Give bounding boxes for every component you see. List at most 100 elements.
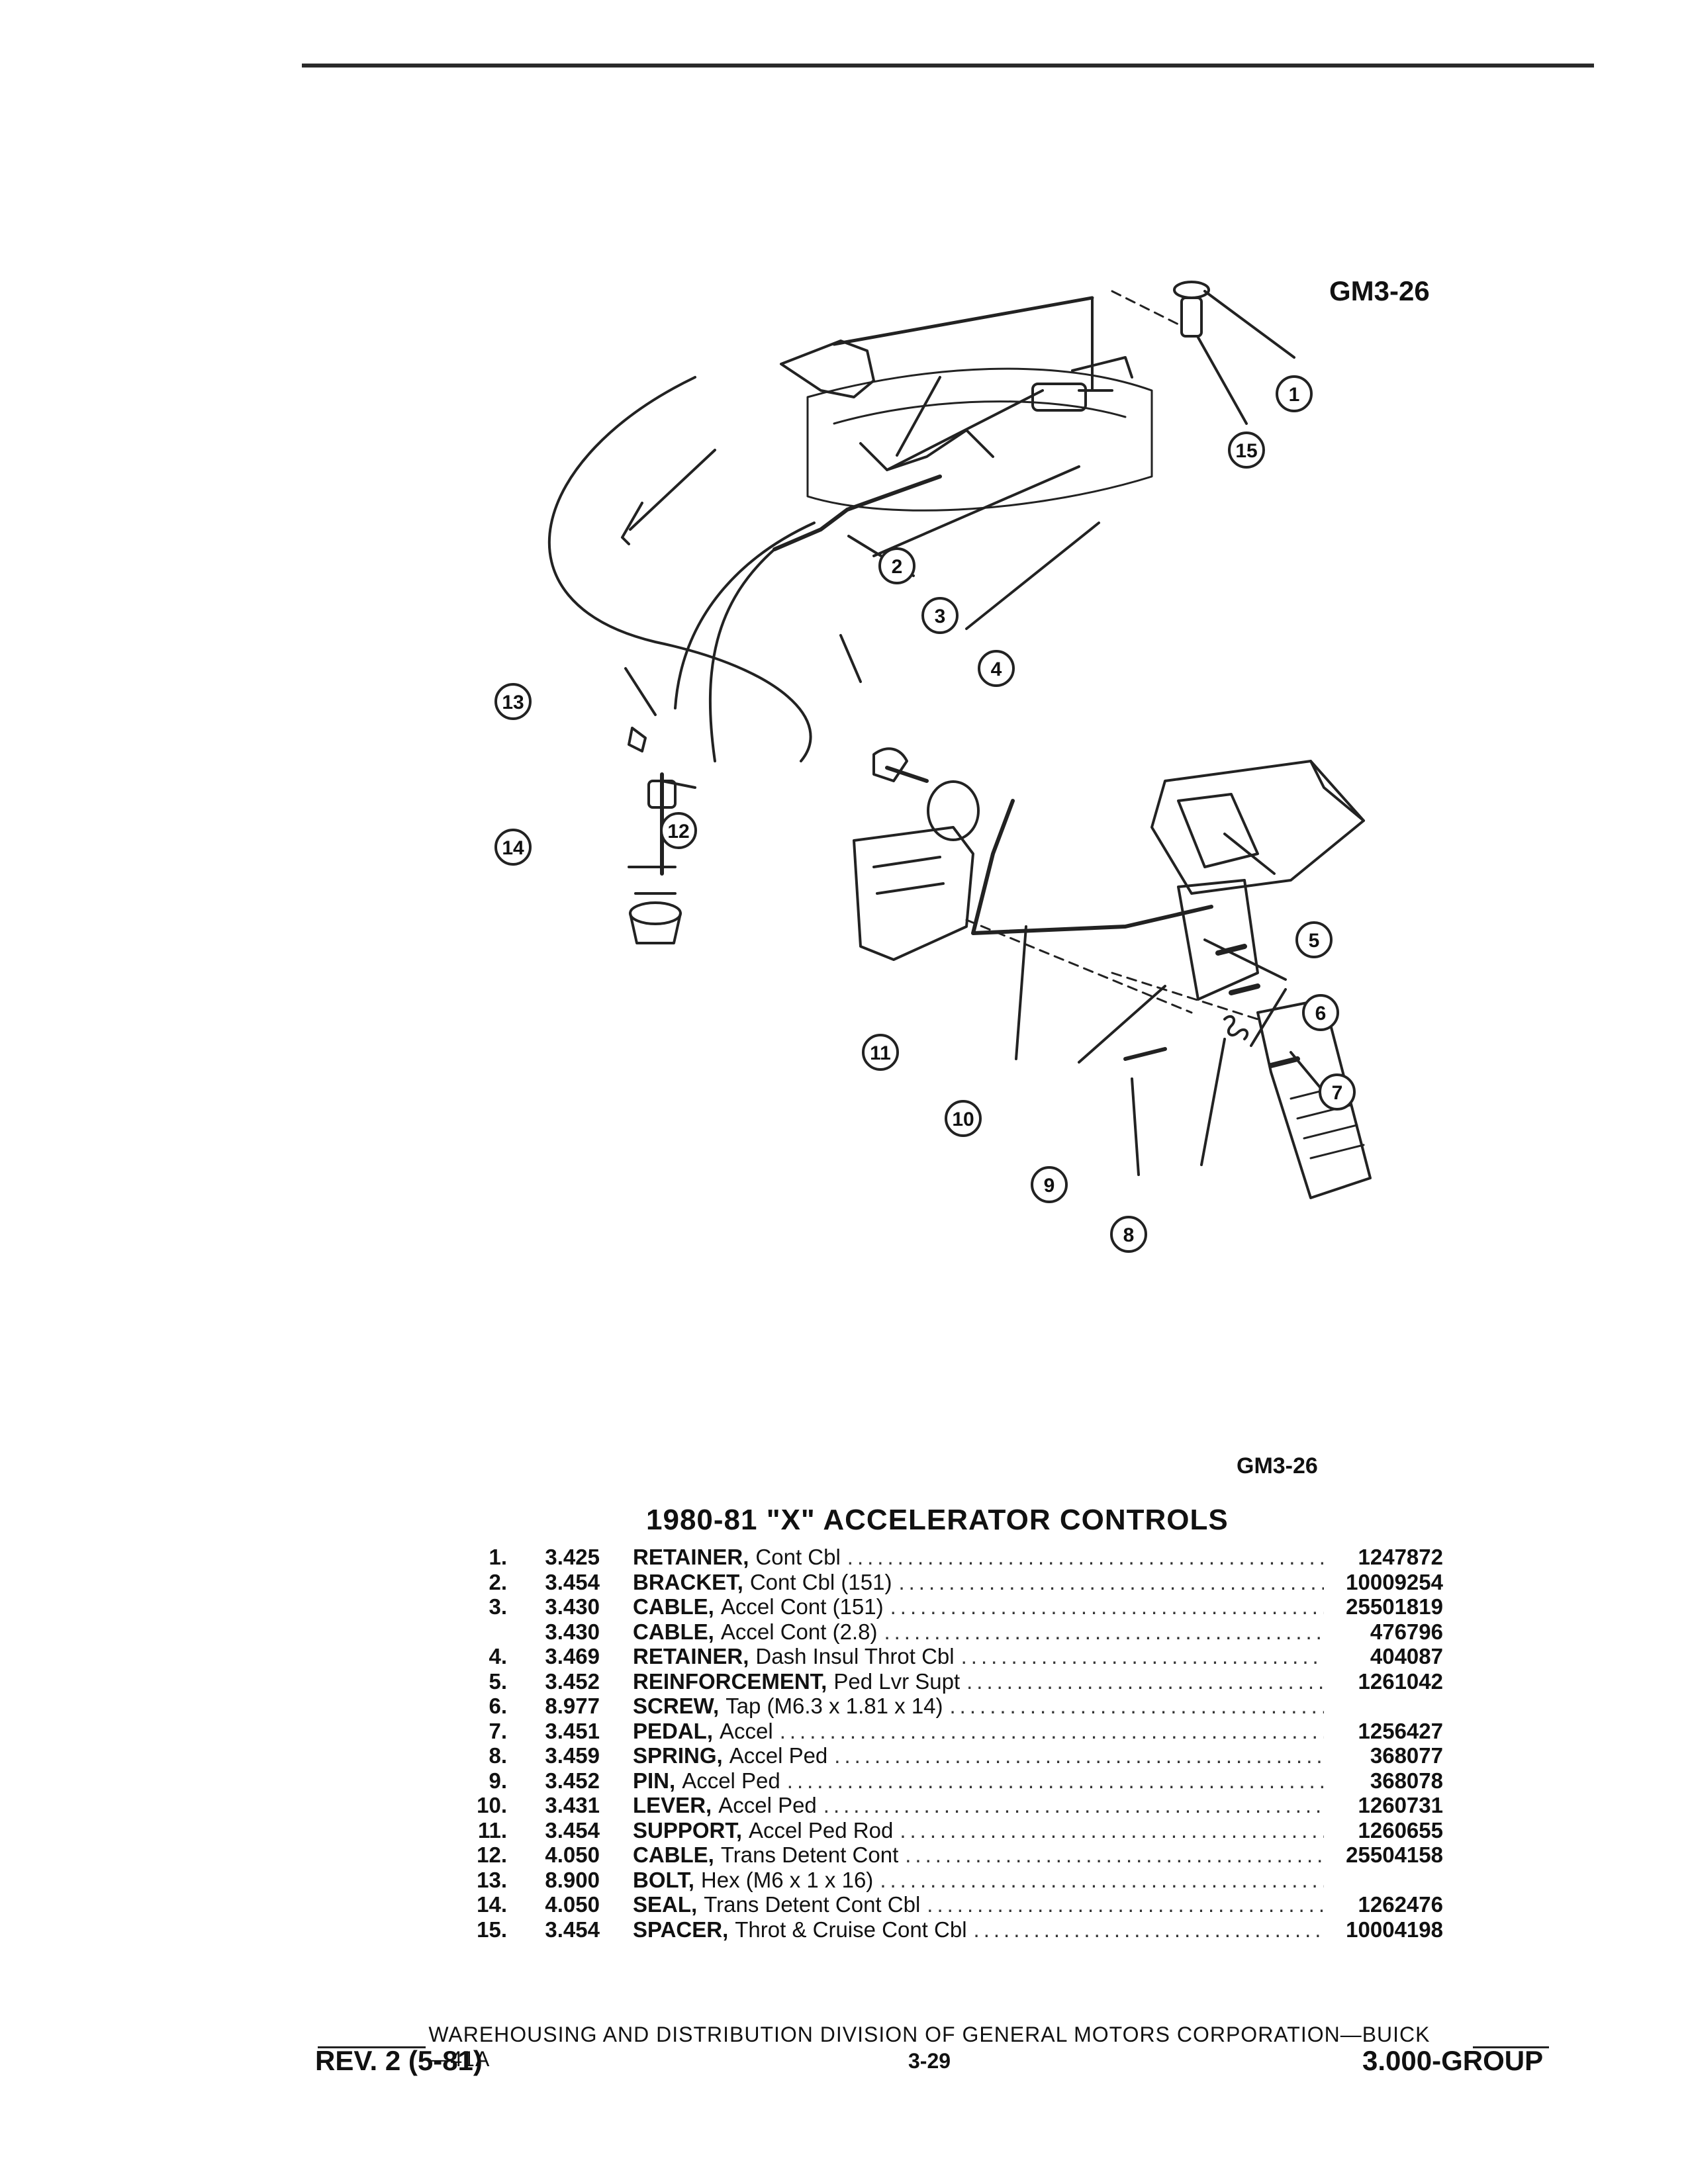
leader-dots <box>893 1818 1324 1843</box>
part-description: RETAINER,Dash Insul Throt Cbl <box>633 1644 1324 1669</box>
part-name: CABLE, <box>633 1619 714 1644</box>
part-group-code: 3.451 <box>545 1718 600 1743</box>
part-detail: Throt & Cruise Cont Cbl <box>735 1917 967 1942</box>
part-number: 12. <box>477 1843 507 1867</box>
part-group-code: 3.431 <box>545 1793 600 1817</box>
part-name: BRACKET, <box>633 1569 743 1594</box>
part-number: 3. <box>489 1594 507 1619</box>
part-group-code: 8.900 <box>545 1867 600 1892</box>
part-detail: Accel Ped <box>729 1743 828 1768</box>
leader-dots <box>943 1694 1324 1719</box>
svg-text:5: 5 <box>1309 930 1320 952</box>
part-name: PIN, <box>633 1768 676 1793</box>
part-number: 2. <box>489 1569 507 1594</box>
leader-dots <box>892 1570 1324 1595</box>
part-name: CABLE, <box>633 1594 714 1619</box>
page-number: 3-29 <box>908 2049 951 2073</box>
leader-dots <box>827 1743 1324 1768</box>
part-description: SPACER,Throt & Cruise Cont Cbl <box>633 1917 1324 1942</box>
callout-4: 4 <box>978 650 1015 687</box>
part-group-code: 3.454 <box>545 1917 600 1942</box>
callout-7: 7 <box>1319 1073 1356 1111</box>
part-description: BOLT,Hex (M6 x 1 x 16) <box>633 1868 1324 1893</box>
part-number: 1. <box>489 1545 507 1569</box>
svg-text:3: 3 <box>935 606 946 627</box>
part-group-code: 3.452 <box>545 1768 600 1793</box>
part-number: 15. <box>477 1917 507 1942</box>
part-number: 8. <box>489 1743 507 1768</box>
callout-12: 12 <box>660 812 697 849</box>
part-name: PEDAL, <box>633 1718 714 1743</box>
callout-15: 15 <box>1228 432 1265 469</box>
part-description: RETAINER,Cont Cbl <box>633 1545 1324 1570</box>
part-name: RETAINER, <box>633 1545 749 1569</box>
footer-division-line: WAREHOUSING AND DISTRIBUTION DIVISION OF… <box>318 2023 1549 2071</box>
part-number: 7. <box>489 1718 507 1743</box>
svg-text:13: 13 <box>502 692 524 713</box>
part-detail: Accel Ped Rod <box>749 1817 894 1843</box>
leader-dots <box>955 1644 1324 1669</box>
footer-rule-right <box>1472 2046 1549 2048</box>
part-row: 3. 3.430 CABLE,Accel Cont (151) 25501819 <box>457 1594 1443 1619</box>
part-group-code: 3.430 <box>545 1594 600 1619</box>
part-catalog-number: 25501819 <box>1346 1594 1443 1619</box>
part-catalog-number: 10004198 <box>1346 1917 1443 1942</box>
part-description: CABLE,Accel Cont (2.8) <box>633 1619 1324 1645</box>
leader-dots <box>841 1545 1324 1570</box>
part-detail: Accel Ped <box>718 1793 817 1817</box>
part-number: 9. <box>489 1768 507 1793</box>
part-number: 4. <box>489 1644 507 1668</box>
group-label: 3.000-GROUP <box>1362 2045 1544 2076</box>
callout-2: 2 <box>878 547 915 584</box>
part-name: LEVER, <box>633 1793 712 1817</box>
part-catalog-number: 368077 <box>1370 1743 1443 1768</box>
part-name: SPRING, <box>633 1743 723 1768</box>
part-row: 15. 3.454 SPACER,Throt & Cruise Cont Cbl 10… <box>457 1917 1443 1942</box>
part-detail: Accel Cont (2.8) <box>720 1619 878 1644</box>
part-group-code: 3.454 <box>545 1817 600 1843</box>
part-detail: Tap (M6.3 x 1.81 x 14) <box>726 1694 943 1718</box>
footer-division-text: WAREHOUSING AND DISTRIBUTION DIVISION OF… <box>428 2023 1430 2071</box>
part-number: 6. <box>489 1694 507 1718</box>
part-catalog-number: 1262476 <box>1358 1892 1443 1917</box>
part-catalog-number: 1260655 <box>1358 1817 1443 1843</box>
part-number: 5. <box>489 1668 507 1694</box>
leader-dots <box>898 1843 1324 1868</box>
part-detail: Dash Insul Throt Cbl <box>755 1644 955 1668</box>
svg-text:2: 2 <box>892 556 903 578</box>
part-group-code: 8.977 <box>545 1694 600 1718</box>
callout-1: 1 <box>1276 375 1313 412</box>
svg-text:14: 14 <box>502 837 524 859</box>
part-name: CABLE, <box>633 1843 714 1867</box>
part-detail: Ped Lvr Supt <box>833 1668 961 1694</box>
callout-13: 13 <box>494 683 532 720</box>
part-catalog-number: 404087 <box>1370 1644 1443 1668</box>
part-description: SUPPORT,Accel Ped Rod <box>633 1818 1324 1843</box>
part-detail: Hex (M6 x 1 x 16) <box>700 1867 874 1892</box>
part-number: 14. <box>477 1892 507 1917</box>
part-name: SCREW, <box>633 1694 720 1718</box>
callout-3: 3 <box>921 597 959 634</box>
exploded-parts-diagram: 1 15 2 3 4 13 12 14 5 6 11 7 10 9 8 <box>494 281 1372 1253</box>
part-catalog-number: 25504158 <box>1346 1843 1443 1867</box>
callout-5: 5 <box>1295 921 1333 958</box>
part-name: SEAL, <box>633 1892 698 1917</box>
part-detail: Accel Cont (151) <box>720 1594 884 1619</box>
callout-14: 14 <box>494 829 532 866</box>
part-group-code: 3.454 <box>545 1569 600 1594</box>
part-detail: Trans Detent Cont Cbl <box>704 1892 921 1917</box>
svg-text:11: 11 <box>870 1042 891 1064</box>
callout-6: 6 <box>1302 994 1339 1031</box>
part-detail: Accel Ped <box>682 1768 780 1793</box>
part-description: SCREW,Tap (M6.3 x 1.81 x 14) <box>633 1694 1324 1719</box>
part-row: 6. 8.977 SCREW,Tap (M6.3 x 1.81 x 14) <box>457 1694 1443 1719</box>
leader-dots <box>817 1793 1324 1818</box>
svg-text:15: 15 <box>1235 440 1257 462</box>
